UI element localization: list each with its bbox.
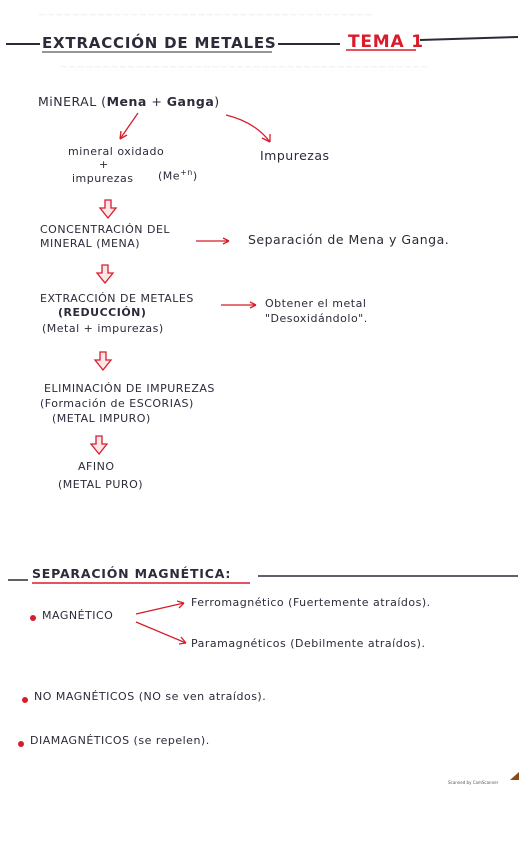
plus-sign: + <box>151 94 163 109</box>
arrow-to-impurezas <box>225 114 271 143</box>
scanner-watermark: Scanned by CamScanner <box>448 780 499 785</box>
impurezas-label: Impurezas <box>260 148 330 163</box>
bullet-magnetico <box>30 615 36 621</box>
ion-close: ) <box>192 169 198 183</box>
magnetico-label: MAGNÉTICO <box>42 609 114 622</box>
ion-base: (Me <box>158 169 181 183</box>
diamagneticos-label: DIAMAGNÉTICOS (se repelen). <box>30 734 210 747</box>
ganga-label: Ganga <box>166 94 215 109</box>
oxidado-line-1: mineral oxidado <box>68 145 165 158</box>
bleed-through: ~~~~~~~~~~~~~~~~~~~~~~~~~~~~~~~~~~~~~~~~ <box>38 10 374 21</box>
concentracion-line-2: MINERAL (MENA) <box>40 237 141 250</box>
ion-charge: +n <box>180 168 193 177</box>
extraccion-line-2: (REDUCCIÓN) <box>58 306 147 319</box>
oxidado-ion: (Me+n) <box>158 168 198 183</box>
obtener-line-1: Obtener el metal <box>265 297 367 310</box>
oxidado-plus: + <box>99 158 109 171</box>
obtener-line-2: "Desoxidándolo". <box>265 312 368 325</box>
arrow-to-ferro <box>135 600 185 615</box>
down-arrow-4-icon <box>89 435 109 456</box>
mineral-label: MiNERAL ( <box>38 94 107 109</box>
mena-label: Mena <box>106 94 147 109</box>
arrow-to-obtener <box>221 301 257 309</box>
bullet-no-magneticos <box>22 697 28 703</box>
down-arrow-3-icon <box>93 351 113 372</box>
arrow-to-para <box>135 621 187 645</box>
separacion-label: Separación de Mena y Ganga. <box>248 232 450 247</box>
afino-line-1: AFINO <box>78 460 115 473</box>
arrow-to-oxidado <box>119 112 139 140</box>
extraccion-line-1: EXTRACCIÓN DE METALES <box>40 292 194 305</box>
extraccion-line-3: (Metal + impurezas) <box>42 322 164 335</box>
ferro-label: Ferromagnético (Fuertemente atraídos). <box>191 596 431 609</box>
afino-line-2: (METAL PURO) <box>58 478 144 491</box>
concentracion-line-1: CONCENTRACIÓN DEL <box>40 223 171 236</box>
paren-close: ) <box>214 94 220 109</box>
page-title: EXTRACCIÓN DE METALES <box>42 34 277 52</box>
no-magneticos-label: NO MAGNÉTICOS (NO se ven atraídos). <box>34 690 267 703</box>
topic-label: TEMA 1 <box>348 32 424 52</box>
section-title: SEPARACIÓN MAGNÉTICA: <box>32 566 232 581</box>
mineral-line: MiNERAL (Mena + Ganga) <box>38 94 220 109</box>
oxidado-line-2: impurezas <box>72 172 134 185</box>
para-label: Paramagnéticos (Debilmente atraídos). <box>191 637 426 650</box>
header-rule-right <box>419 36 519 41</box>
arrow-to-separacion <box>196 237 230 245</box>
eliminacion-line-2: (Formación de ESCORIAS) <box>40 397 194 410</box>
bullet-diamagneticos <box>18 741 24 747</box>
eliminacion-line-1: ELIMINACIÓN DE IMPUREZAS <box>44 382 215 395</box>
down-arrow-1-icon <box>98 199 118 220</box>
bleed-through-2: ~~~~~~~~~~~~~~~~~~~~~~~~~~~~~~~~~~~~~~~~… <box>60 62 429 73</box>
eliminacion-line-3: (METAL IMPURO) <box>52 412 151 425</box>
scanner-corner-icon <box>510 772 519 780</box>
down-arrow-2-icon <box>95 264 115 285</box>
